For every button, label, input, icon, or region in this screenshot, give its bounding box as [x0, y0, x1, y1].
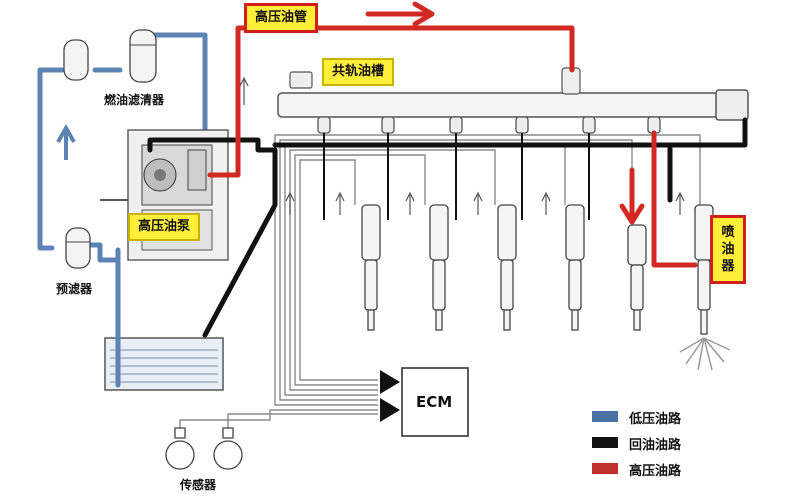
injector-1 [361, 204, 381, 331]
common-rail [277, 67, 749, 134]
ecm-label: ECM [416, 393, 453, 411]
control-wires [179, 134, 701, 430]
fuel-tank [104, 337, 224, 391]
common-rail-label: 共轨油槽 [322, 58, 395, 86]
fuel-spray [679, 337, 731, 371]
injector-5 [627, 224, 647, 331]
sensor-label: 传感器 [180, 478, 217, 492]
legend-swatch-high-pressure [592, 463, 618, 474]
injector-3 [497, 204, 517, 331]
legend-label-low-pressure: 低压油路 [629, 412, 682, 427]
injector-2 [429, 204, 449, 331]
high-pressure-flow-arrow [365, 1, 435, 27]
legend-swatch-low-pressure [592, 411, 618, 422]
injector-label: 喷油器 [710, 215, 746, 284]
flow-arrows [239, 76, 685, 215]
sensors [165, 427, 243, 470]
high-pressure-line [207, 25, 698, 268]
fuel-filter [63, 29, 157, 83]
return-line [147, 117, 748, 338]
fuel-filter-label: 燃油滤清器 [104, 93, 165, 107]
low-pressure-up-arrow [56, 123, 76, 160]
pre-filter [65, 227, 91, 269]
injector-4 [565, 204, 585, 331]
return-feeders [323, 133, 590, 220]
injectors [361, 204, 714, 335]
high-pressure-pump-label: 高压油泵 [128, 213, 201, 241]
ecm-unit [380, 367, 469, 437]
injector-6 [694, 204, 714, 335]
pre-filter-label: 预滤器 [56, 282, 93, 296]
injection-arrow [619, 167, 645, 225]
legend-label-return: 回油油路 [629, 438, 682, 453]
high-pressure-pipe-label: 高压油管 [244, 3, 319, 33]
legend-swatch-return [592, 437, 618, 448]
legend-label-high-pressure: 高压油路 [629, 464, 682, 479]
